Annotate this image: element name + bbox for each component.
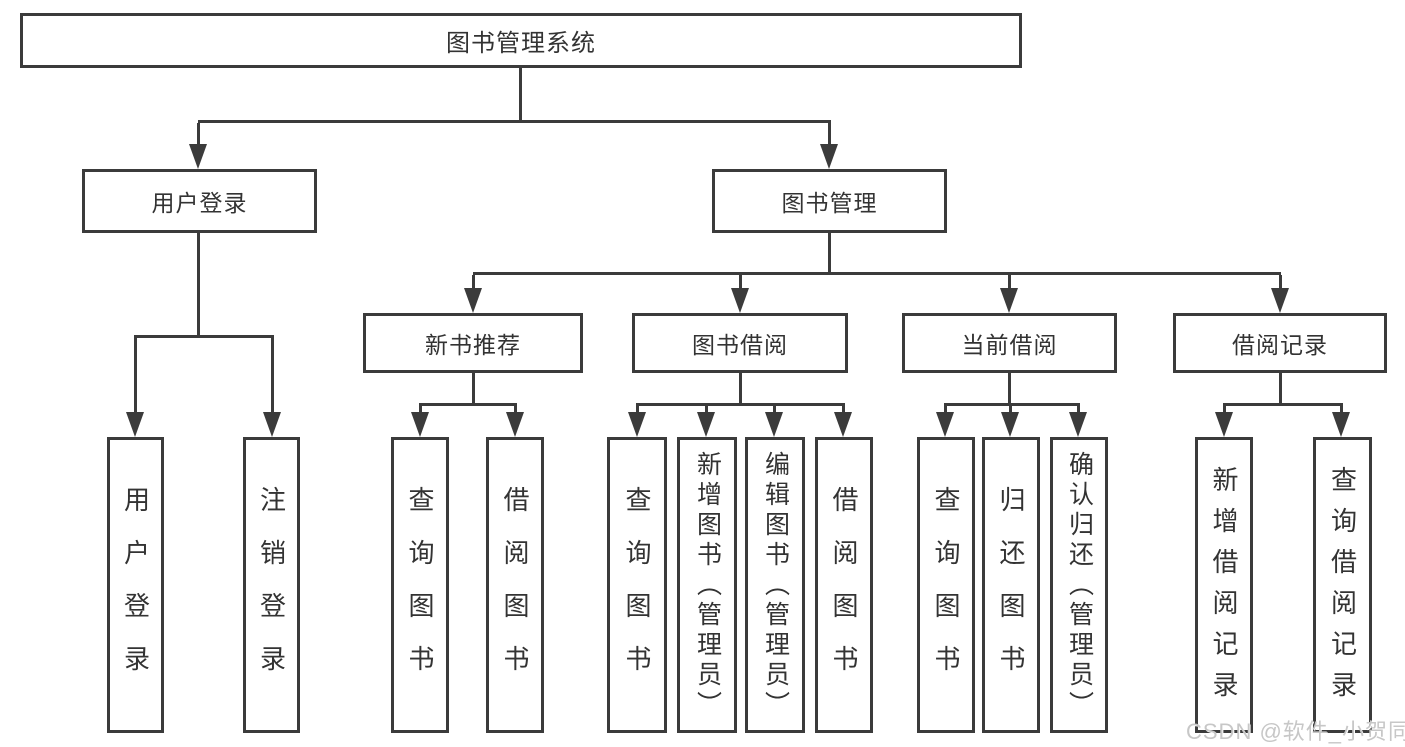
connector-line xyxy=(1279,373,1282,406)
arrow-down-icon xyxy=(411,412,429,437)
arrow-down-icon xyxy=(628,412,646,437)
connector-line xyxy=(197,123,200,147)
node-book-borrow-label: 图书借阅 xyxy=(692,332,788,358)
leaf-current-return-books-label: 归还图书 xyxy=(996,485,1026,698)
arrow-down-icon xyxy=(936,412,954,437)
connector-line xyxy=(1223,403,1343,406)
leaf-newbook-query-books-label: 查询图书 xyxy=(405,485,435,698)
arrow-down-icon xyxy=(1215,412,1233,437)
arrow-down-icon xyxy=(1271,288,1289,313)
arrow-down-icon xyxy=(1001,412,1019,437)
connector-line xyxy=(1008,275,1011,290)
connector-line xyxy=(739,373,742,406)
connector-line xyxy=(473,272,1281,275)
node-user-login: 用户登录 xyxy=(82,169,317,233)
node-root: 图书管理系统 xyxy=(20,13,1022,68)
connector-line xyxy=(828,123,831,147)
leaf-borrow-query-books-label: 查询图书 xyxy=(622,485,652,698)
connector-line xyxy=(944,406,947,414)
node-book-management: 图书管理 xyxy=(712,169,947,233)
arrow-down-icon xyxy=(263,412,281,437)
leaf-borrow-add-books-admin: 新增图书（管理员） xyxy=(677,437,737,733)
node-borrow-record: 借阅记录 xyxy=(1173,313,1387,373)
connector-line xyxy=(472,373,475,406)
arrow-down-icon xyxy=(834,412,852,437)
connector-line xyxy=(1077,406,1080,414)
node-current-borrow: 当前借阅 xyxy=(902,313,1117,373)
leaf-newbook-query-books: 查询图书 xyxy=(391,437,449,733)
node-root-label: 图书管理系统 xyxy=(446,30,596,57)
csdn-watermark: CSDN @软件_小贺同学 xyxy=(1186,719,1405,744)
node-book-management-label: 图书管理 xyxy=(781,190,878,216)
arrow-down-icon xyxy=(820,144,838,169)
node-new-book-recommend: 新书推荐 xyxy=(363,313,583,373)
arrow-down-icon xyxy=(697,412,715,437)
leaf-current-return-books: 归还图书 xyxy=(982,437,1040,733)
leaf-borrow-edit-books-admin-label: 编辑图书（管理员） xyxy=(761,451,790,721)
leaf-newbook-borrow-books: 借阅图书 xyxy=(486,437,544,733)
node-borrow-record-label: 借阅记录 xyxy=(1232,332,1328,358)
connector-line xyxy=(197,233,200,338)
leaf-current-query-books-label: 查询图书 xyxy=(931,485,961,698)
connector-line xyxy=(1009,406,1012,414)
node-book-borrow: 图书借阅 xyxy=(632,313,848,373)
connector-line xyxy=(773,406,776,414)
arrow-down-icon xyxy=(1069,412,1087,437)
arrow-down-icon xyxy=(464,288,482,313)
arrow-down-icon xyxy=(765,412,783,437)
connector-line xyxy=(419,403,517,406)
leaf-borrow-borrow-books: 借阅图书 xyxy=(815,437,873,733)
connector-line xyxy=(134,338,137,412)
connector-line xyxy=(944,403,1080,406)
leaf-logout-label: 注销登录 xyxy=(256,485,287,698)
node-new-book-recommend-label: 新书推荐 xyxy=(425,332,521,358)
connector-line xyxy=(1279,275,1282,290)
leaf-current-confirm-return-admin-label: 确认归还（管理员） xyxy=(1065,451,1094,721)
connector-line xyxy=(519,68,522,122)
connector-line xyxy=(271,338,274,412)
connector-line xyxy=(472,275,475,290)
connector-line xyxy=(134,335,274,338)
leaf-current-query-books: 查询图书 xyxy=(917,437,975,733)
connector-line xyxy=(1008,373,1011,406)
leaf-user-login-label: 用户登录 xyxy=(120,485,151,698)
leaf-record-query-borrow-record-label: 查询借阅记录 xyxy=(1327,465,1358,712)
arrow-down-icon xyxy=(1000,288,1018,313)
node-user-login-label: 用户登录 xyxy=(151,190,248,216)
leaf-record-query-borrow-record: 查询借阅记录 xyxy=(1313,437,1372,733)
connector-line xyxy=(842,406,845,414)
arrow-down-icon xyxy=(506,412,524,437)
connector-line xyxy=(1223,406,1226,414)
connector-line xyxy=(1340,406,1343,414)
connector-line xyxy=(705,406,708,414)
leaf-current-confirm-return-admin: 确认归还（管理员） xyxy=(1050,437,1108,733)
leaf-logout: 注销登录 xyxy=(243,437,300,733)
leaf-borrow-borrow-books-label: 借阅图书 xyxy=(829,485,859,698)
connector-line xyxy=(514,406,517,414)
connector-line xyxy=(198,120,831,123)
arrow-down-icon xyxy=(1332,412,1350,437)
arrow-down-icon xyxy=(731,288,749,313)
connector-line xyxy=(636,406,639,414)
leaf-record-add-borrow-record-label: 新增借阅记录 xyxy=(1209,465,1239,712)
node-current-borrow-label: 当前借阅 xyxy=(961,332,1058,358)
connector-line xyxy=(828,233,831,275)
leaf-borrow-query-books: 查询图书 xyxy=(607,437,667,733)
leaf-user-login: 用户登录 xyxy=(107,437,164,733)
leaf-record-add-borrow-record: 新增借阅记录 xyxy=(1195,437,1253,733)
arrow-down-icon xyxy=(189,144,207,169)
connector-line xyxy=(636,403,845,406)
leaf-newbook-borrow-books-label: 借阅图书 xyxy=(500,485,530,698)
leaf-borrow-edit-books-admin: 编辑图书（管理员） xyxy=(745,437,805,733)
connector-line xyxy=(419,406,422,414)
connector-line xyxy=(739,275,742,290)
leaf-borrow-add-books-admin-label: 新增图书（管理员） xyxy=(693,451,722,721)
arrow-down-icon xyxy=(126,412,144,437)
